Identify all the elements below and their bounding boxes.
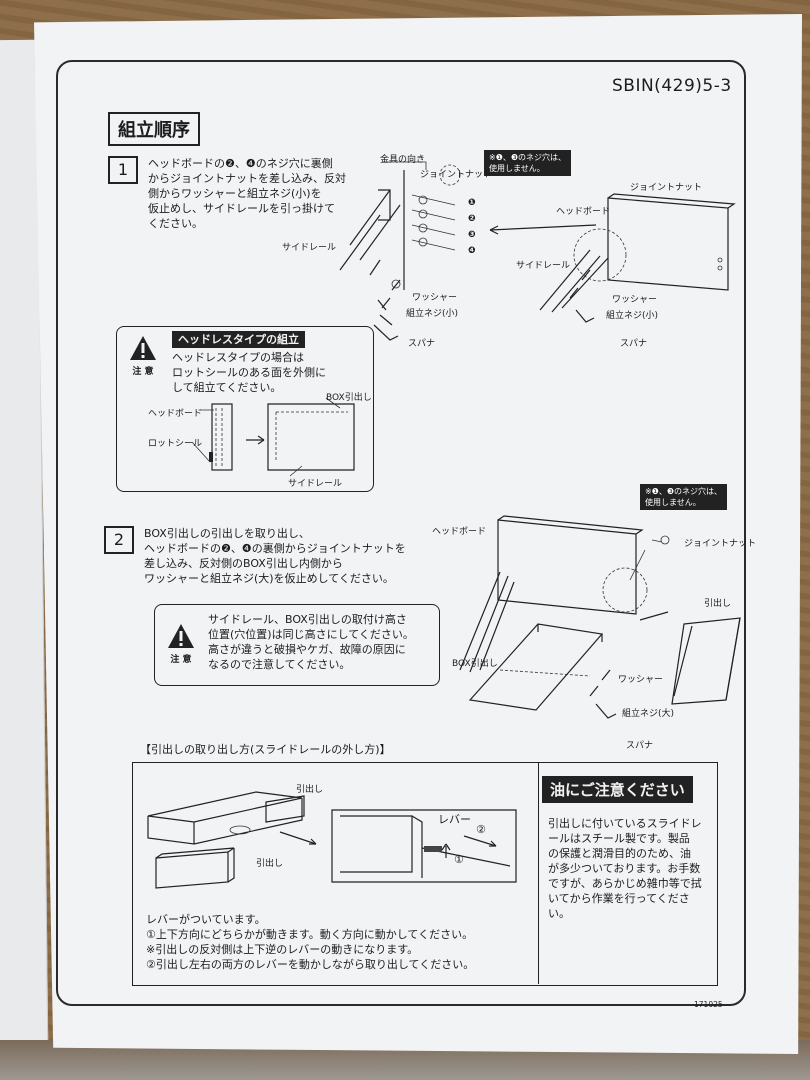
label-drawer-1: 引出し — [704, 599, 732, 609]
label-joint-nut-2: ジョイントナット — [630, 183, 703, 193]
warning-icon — [130, 336, 156, 360]
removal-diagram — [147, 791, 517, 889]
label-side-rail-2: サイドレール — [516, 261, 571, 271]
caution-sign-label-2: 注 意 — [170, 655, 192, 665]
document-code: SBIN(429)5-3 — [612, 76, 732, 96]
oil-notice-text: 引出しに付いているスライドレールはスチール製です。製品の保護と潤滑目的のため、油… — [548, 817, 702, 920]
label-screw-small-1: 組立ネジ(小) — [406, 309, 459, 319]
caution-headless-heading: ヘッドレスタイプの組立 — [172, 331, 305, 348]
content-frame — [56, 60, 746, 1006]
label-washer-3: ワッシャー — [618, 675, 664, 685]
label-joint-nut-1: ジョイントナット — [420, 170, 493, 180]
removal-instructions: レバーがついています。①上下方向にどちらかが動きます。動く方向に動かしてください… — [146, 913, 475, 971]
caution-height-text: サイドレール、BOX引出しの取付け高さ位置(穴位置)は同じ高さにしてください。高… — [208, 613, 414, 671]
step2-note: ※❶、❸のネジ穴は、使用しません。 — [640, 484, 728, 510]
caution-headless-box — [116, 326, 374, 492]
label-washer-2: ワッシャー — [612, 295, 658, 305]
hole-number-2: ❷ — [468, 214, 476, 224]
label-headboard-3: ヘッドボード — [432, 527, 487, 537]
label-drawer-2: 引出し — [296, 785, 324, 795]
label-spanner-2: スパナ — [620, 339, 648, 349]
label-drawer-3: 引出し — [256, 859, 284, 869]
instruction-sheet — [34, 14, 802, 1054]
label-side-rail-3: サイドレール — [288, 479, 343, 489]
warning-icon — [168, 624, 194, 648]
caution-headless-text: ヘッドレスタイプの場合はロットシールのある面を外側にして組立てください。 — [172, 351, 326, 394]
removal-divider — [538, 762, 539, 984]
label-spanner-1: スパナ — [408, 339, 436, 349]
hole-number-3: ❸ — [468, 230, 476, 240]
arrow-number-1: ① — [454, 853, 464, 866]
step-number-1: 1 — [108, 156, 138, 184]
label-screw-small-2: 組立ネジ(小) — [606, 311, 659, 321]
label-side-rail-1: サイドレール — [282, 243, 337, 253]
step1-instructions: ヘッドボードの❷、❹のネジ穴に裏側からジョイントナットを差し込み、反対側からワッ… — [148, 157, 346, 230]
step1-detail-diagram — [339, 161, 461, 341]
arrow-number-2: ② — [476, 823, 486, 836]
label-spanner-3: スパナ — [626, 741, 654, 751]
label-joint-nut-3: ジョイントナット — [684, 539, 757, 549]
label-screw-large: 組立ネジ(大) — [622, 709, 675, 719]
step1-note: ※❶、❸のネジ穴は、使用しません。 — [484, 150, 572, 176]
step2-assembly-diagram — [459, 515, 741, 719]
hole-number-1: ❶ — [468, 198, 476, 208]
caution-height-box — [154, 604, 440, 686]
label-kanagu-direction: 金具の向き — [380, 155, 426, 165]
removal-box — [132, 762, 718, 986]
oil-notice-heading: 油にご注意ください — [542, 776, 693, 803]
label-lot-seal: ロットシール — [148, 439, 203, 449]
step1-assembly-diagram — [489, 193, 736, 323]
section-title: 組立順序 — [108, 112, 200, 146]
footer-code: 171025 — [694, 1000, 723, 1009]
label-headboard-2: ヘッドボード — [148, 409, 203, 419]
label-lever: レバー — [438, 813, 471, 826]
step-number-2: 2 — [104, 526, 134, 554]
headless-diagram — [191, 397, 355, 477]
hole-number-4: ❹ — [468, 246, 476, 256]
label-box-drawer-2: BOX引出し — [452, 659, 498, 669]
label-box-drawer-1: BOX引出し — [326, 393, 372, 403]
caution-sign-label-1: 注 意 — [132, 367, 154, 377]
label-headboard-1: ヘッドボード — [556, 207, 611, 217]
step2-instructions: BOX引出しの引出しを取り出し、ヘッドボードの❷、❹の裏側からジョイントナットを… — [144, 527, 406, 585]
label-washer-1: ワッシャー — [412, 293, 458, 303]
removal-heading: 【引出しの取り出し方(スライドレールの外し方)】 — [140, 743, 391, 756]
